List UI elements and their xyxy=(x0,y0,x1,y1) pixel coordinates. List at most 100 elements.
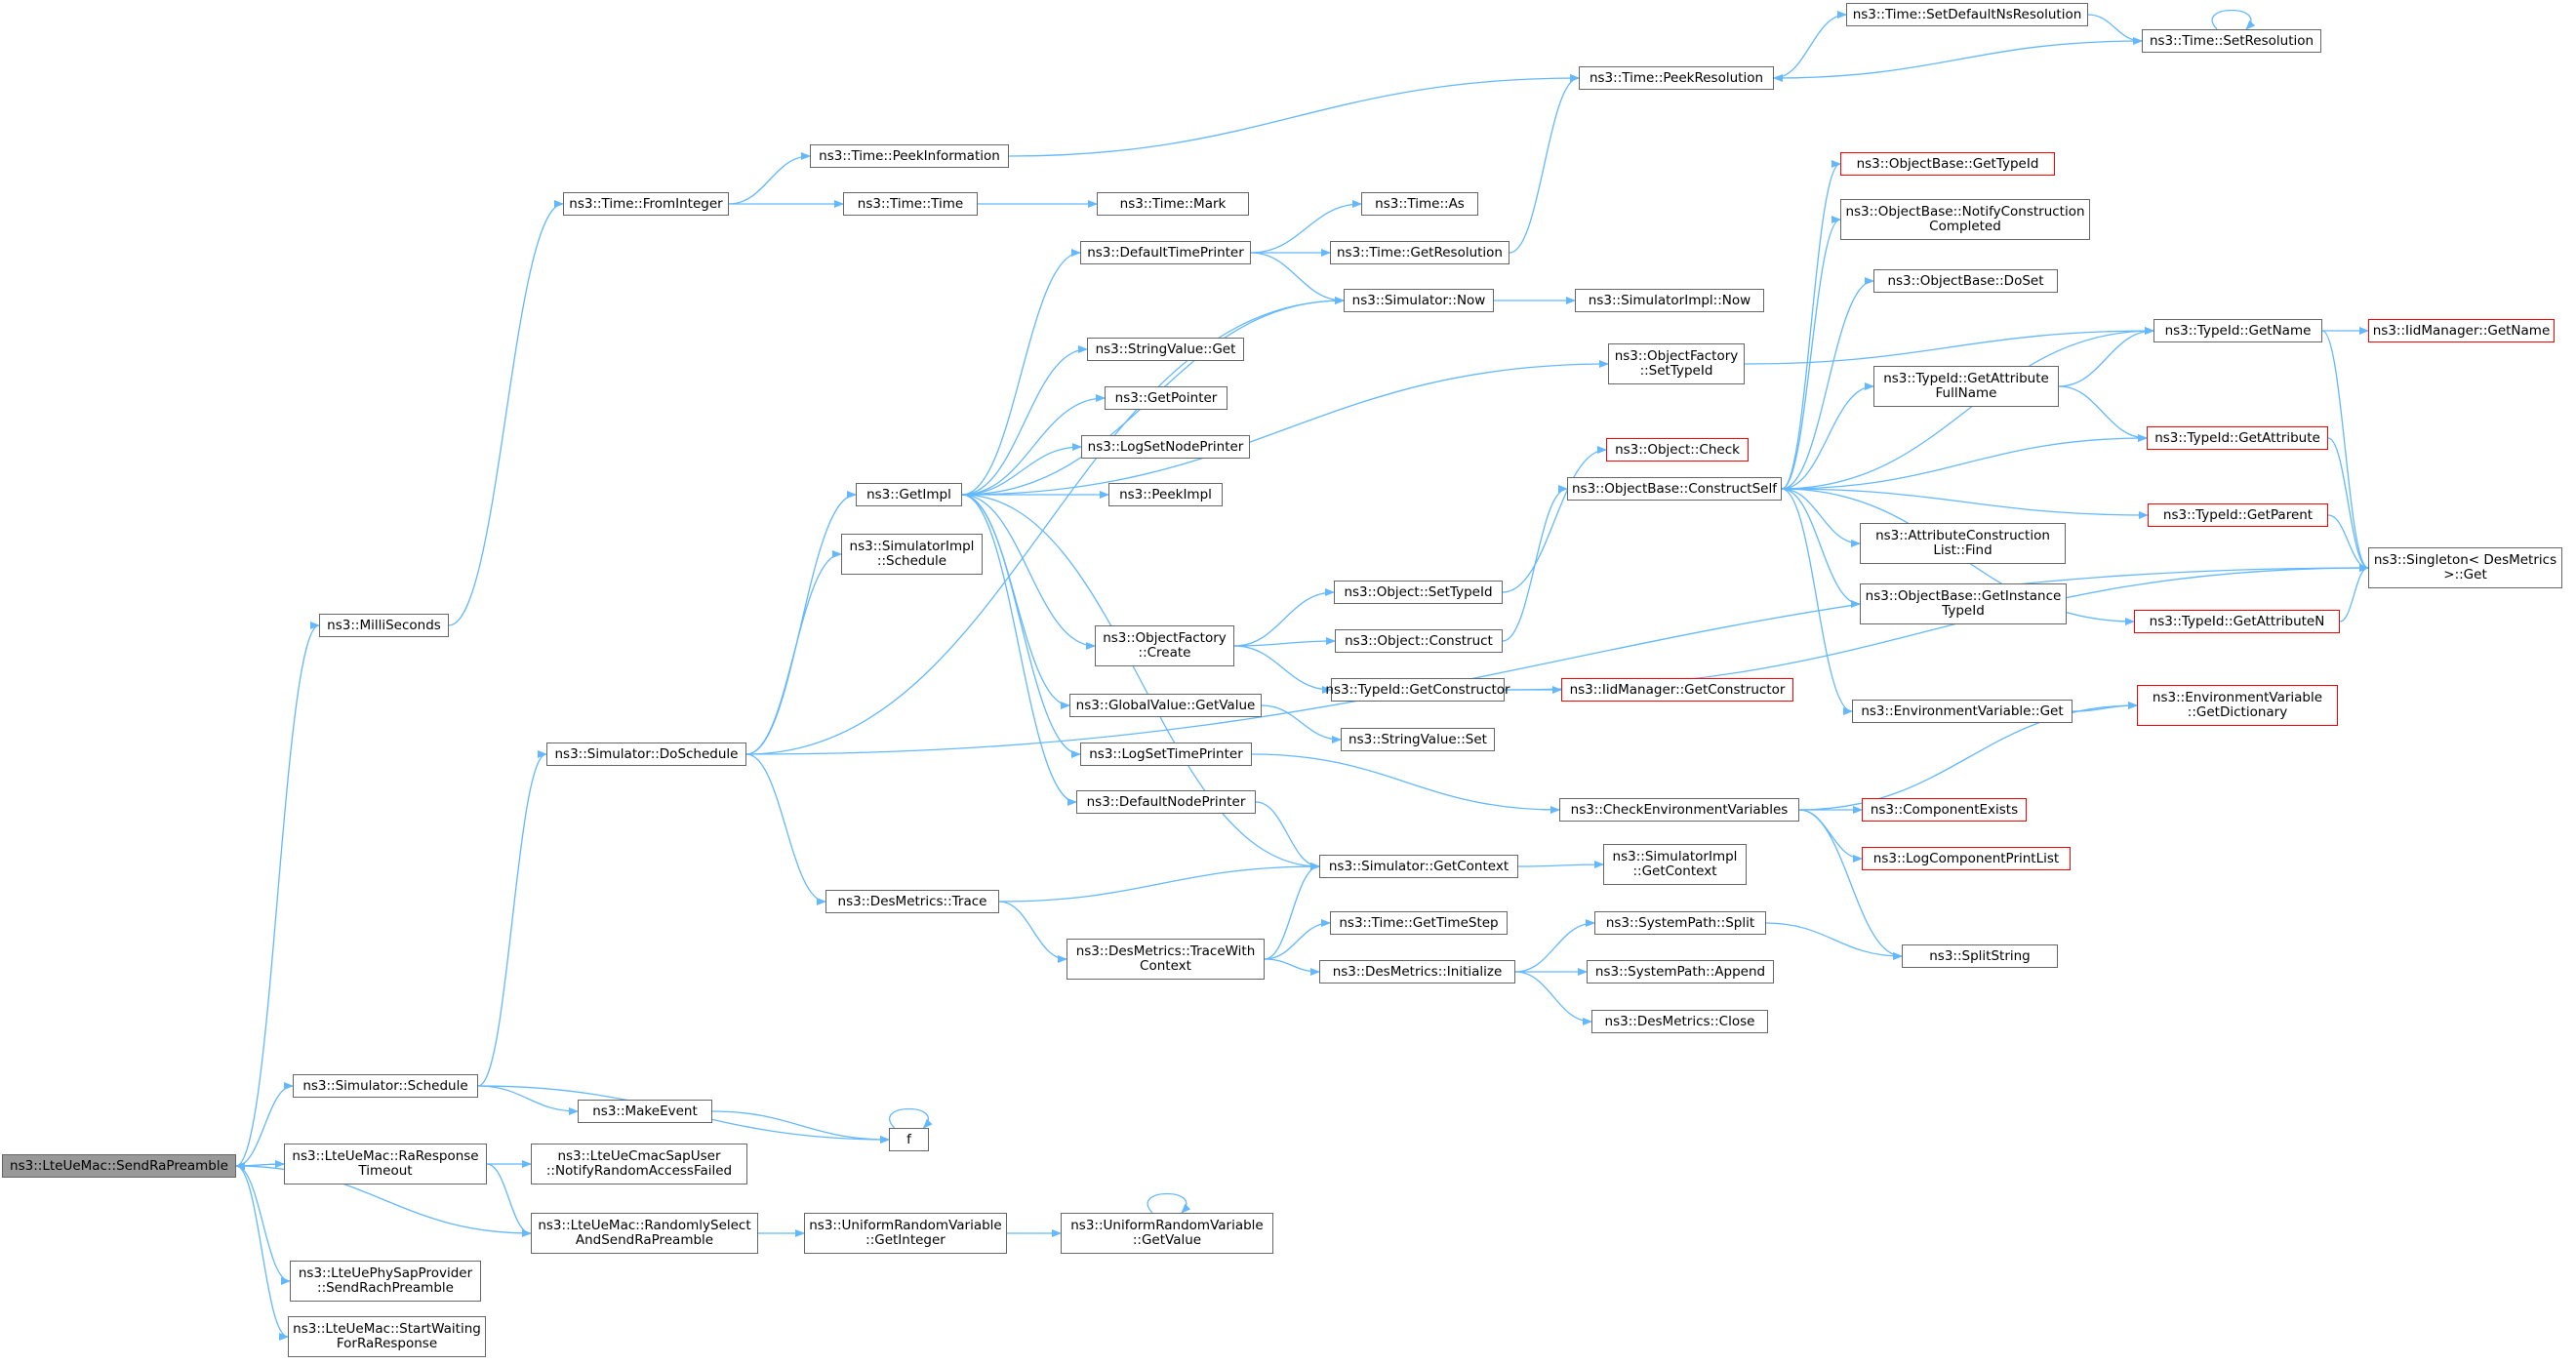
node-label-line: ns3::ObjectBase::ConstructSelf xyxy=(1572,480,1777,497)
node-string-value-get[interactable]: ns3::StringValue::Get xyxy=(1087,338,1244,361)
node-label-line: ns3::SimulatorImpl::Now xyxy=(1588,292,1751,308)
node-type-id-get-parent[interactable]: ns3::TypeId::GetParent xyxy=(2148,503,2328,527)
edge-getImpl-to-defaultTimePrinter xyxy=(961,249,1081,496)
node-label-line: ns3::TypeId::GetAttributeN xyxy=(2149,613,2325,629)
node-log-set-node-printer[interactable]: ns3::LogSetNodePrinter xyxy=(1081,435,1250,459)
node-label-line: ns3::DefaultTimePrinter xyxy=(1087,244,1244,261)
node-type-id-get-attribute[interactable]: ns3::TypeId::GetAttribute xyxy=(2147,426,2328,450)
node-send-rach-preamble[interactable]: ns3::LteUePhySapProvider::SendRachPreamb… xyxy=(290,1261,481,1302)
node-des-close[interactable]: ns3::DesMetrics::Close xyxy=(1591,1010,1768,1033)
node-set-default-ns-res[interactable]: ns3::Time::SetDefaultNsResolution xyxy=(1846,3,2088,26)
edge-randomlySelect-to-sendRaPreamble xyxy=(235,1162,532,1234)
node-get-resolution[interactable]: ns3::Time::GetResolution xyxy=(1330,241,1509,264)
node-object-factory-set-type-id[interactable]: ns3::ObjectFactory::SetTypeId xyxy=(1608,343,1745,384)
node-label-line: ns3::DesMetrics::Close xyxy=(1604,1013,1755,1029)
edge-sendRaPreamble-to-sendRachPreamble xyxy=(235,1165,291,1285)
edge-desTraceWithContext-to-timeGetTimeStep xyxy=(1264,919,1331,960)
node-label-line: ns3::Time::GetResolution xyxy=(1336,244,1503,261)
node-type-id-get-attribute-n[interactable]: ns3::TypeId::GetAttributeN xyxy=(2134,610,2340,633)
node-peek-information[interactable]: ns3::Time::PeekInformation xyxy=(810,144,1009,168)
node-label-line: ns3::LteUePhySapProvider xyxy=(298,1265,473,1281)
node-simulator-now[interactable]: ns3::Simulator::Now xyxy=(1344,289,1494,312)
node-milli-seconds[interactable]: ns3::MilliSeconds xyxy=(319,614,449,637)
node-sim-impl-schedule[interactable]: ns3::SimulatorImpl::Schedule xyxy=(841,534,983,575)
node-label-line: ns3::GetPointer xyxy=(1114,389,1218,406)
node-uniform-get-value[interactable]: ns3::UniformRandomVariable::GetValue xyxy=(1061,1213,1273,1254)
node-object-base-do-set[interactable]: ns3::ObjectBase::DoSet xyxy=(1873,269,2058,293)
node-notify-random-access-failed[interactable]: ns3::LteUeCmacSapUser::NotifyRandomAcces… xyxy=(531,1144,747,1184)
node-default-time-printer[interactable]: ns3::DefaultTimePrinter xyxy=(1080,241,1251,264)
node-label-line: ns3::MilliSeconds xyxy=(327,617,441,633)
node-iid-get-name[interactable]: ns3::IidManager::GetName xyxy=(2368,319,2555,342)
node-time-get-time-step[interactable]: ns3::Time::GetTimeStep xyxy=(1330,911,1508,935)
node-sim-impl-get-context[interactable]: ns3::SimulatorImpl::GetContext xyxy=(1603,844,1747,885)
node-label-line: ns3::TypeId::GetParent xyxy=(2162,506,2314,523)
node-type-id-get-constructor[interactable]: ns3::TypeId::GetConstructor xyxy=(1325,678,1510,702)
node-peek-impl[interactable]: ns3::PeekImpl xyxy=(1108,483,1223,506)
node-sys-path-append[interactable]: ns3::SystemPath::Append xyxy=(1587,960,1774,984)
node-time-time[interactable]: ns3::Time::Time xyxy=(843,192,978,216)
node-sim-do-schedule[interactable]: ns3::Simulator::DoSchedule xyxy=(546,743,746,766)
node-log-component-print-list[interactable]: ns3::LogComponentPrintList xyxy=(1862,847,2071,870)
node-peek-resolution[interactable]: ns3::Time::PeekResolution xyxy=(1579,66,1774,90)
node-get-impl[interactable]: ns3::GetImpl xyxy=(856,483,962,506)
node-label-line: ns3::ObjectBase::GetInstance xyxy=(1865,588,2062,604)
node-object-set-type-id[interactable]: ns3::Object::SetTypeId xyxy=(1334,581,1503,604)
node-f[interactable]: f xyxy=(889,1128,929,1151)
node-object-base-get-type-id[interactable]: ns3::ObjectBase::GetTypeId xyxy=(1840,152,2055,176)
node-default-node-printer[interactable]: ns3::DefaultNodePrinter xyxy=(1076,790,1256,814)
node-sim-schedule[interactable]: ns3::Simulator::Schedule xyxy=(293,1074,478,1098)
node-label-line: ns3::GetImpl xyxy=(866,486,951,502)
node-send-ra-preamble[interactable]: ns3::LteUeMac::SendRaPreamble xyxy=(2,1154,236,1178)
node-time-as[interactable]: ns3::Time::As xyxy=(1361,192,1478,216)
node-env-var-get-dictionary[interactable]: ns3::EnvironmentVariable::GetDictionary xyxy=(2137,685,2338,726)
node-uniform-get-integer[interactable]: ns3::UniformRandomVariable::GetInteger xyxy=(804,1213,1007,1254)
edge-getImpl-to-logSetTimePrinter xyxy=(961,494,1081,758)
node-label-line: ns3::ObjectBase::NotifyConstruction xyxy=(1845,204,2085,220)
edge-raResponseTimeout-to-randomlySelect xyxy=(486,1163,532,1237)
node-log-set-time-printer[interactable]: ns3::LogSetTimePrinter xyxy=(1080,743,1252,766)
node-set-resolution[interactable]: ns3::Time::SetResolution xyxy=(2142,29,2321,53)
node-label-line: ns3::LogSetNodePrinter xyxy=(1087,438,1244,455)
edge-objectFactorySetTypeId-to-typeIdGetName xyxy=(1744,327,2154,365)
node-sim-get-context[interactable]: ns3::Simulator::GetContext xyxy=(1319,855,1518,878)
node-get-pointer[interactable]: ns3::GetPointer xyxy=(1105,386,1228,410)
node-global-value-get-value[interactable]: ns3::GlobalValue::GetValue xyxy=(1069,694,1262,717)
node-component-exists[interactable]: ns3::ComponentExists xyxy=(1862,798,2027,822)
node-type-id-get-name[interactable]: ns3::TypeId::GetName xyxy=(2153,319,2322,342)
node-env-var-get[interactable]: ns3::EnvironmentVariable::Get xyxy=(1852,700,2073,723)
node-from-integer[interactable]: ns3::Time::FromInteger xyxy=(563,192,729,216)
node-time-mark[interactable]: ns3::Time::Mark xyxy=(1097,192,1249,216)
node-label-line: ns3::Time::SetResolution xyxy=(2149,32,2314,49)
node-label-line: ns3::Time::GetTimeStep xyxy=(1339,914,1499,931)
node-object-check[interactable]: ns3::Object::Check xyxy=(1606,438,1749,462)
node-label-line: ns3::ObjectFactory xyxy=(1103,630,1227,646)
edge-globalValueGetValue-to-stringValueSet xyxy=(1261,704,1342,743)
node-object-construct[interactable]: ns3::Object::Construct xyxy=(1335,629,1503,653)
node-string-value-set[interactable]: ns3::StringValue::Set xyxy=(1341,728,1495,751)
edge-objectFactoryCreate-to-typeIdGetConstructor xyxy=(1233,645,1332,694)
node-sim-impl-now[interactable]: ns3::SimulatorImpl::Now xyxy=(1575,289,1764,312)
node-singleton-get[interactable]: ns3::Singleton< DesMetrics>::Get xyxy=(2368,547,2562,588)
edge-desTraceWithContext-to-simGetContext xyxy=(1264,863,1320,960)
node-iid-get-constructor[interactable]: ns3::IidManager::GetConstructor xyxy=(1561,678,1793,702)
node-construct-self[interactable]: ns3::ObjectBase::ConstructSelf xyxy=(1567,477,1782,501)
node-label-line: ns3::AttributeConstruction xyxy=(1875,528,2050,543)
node-make-event[interactable]: ns3::MakeEvent xyxy=(578,1100,712,1123)
node-des-initialize[interactable]: ns3::DesMetrics::Initialize xyxy=(1319,960,1515,984)
node-split-string[interactable]: ns3::SplitString xyxy=(1902,944,2058,968)
node-sys-path-split[interactable]: ns3::SystemPath::Split xyxy=(1594,911,1766,935)
node-check-env-vars[interactable]: ns3::CheckEnvironmentVariables xyxy=(1559,798,1799,822)
node-object-factory-create[interactable]: ns3::ObjectFactory::Create xyxy=(1095,625,1234,666)
node-des-trace[interactable]: ns3::DesMetrics::Trace xyxy=(825,890,999,913)
edge-peekResolution-to-setDefaultNsRes xyxy=(1773,11,1847,79)
node-label-line: ns3::IidManager::GetName xyxy=(2372,322,2551,339)
